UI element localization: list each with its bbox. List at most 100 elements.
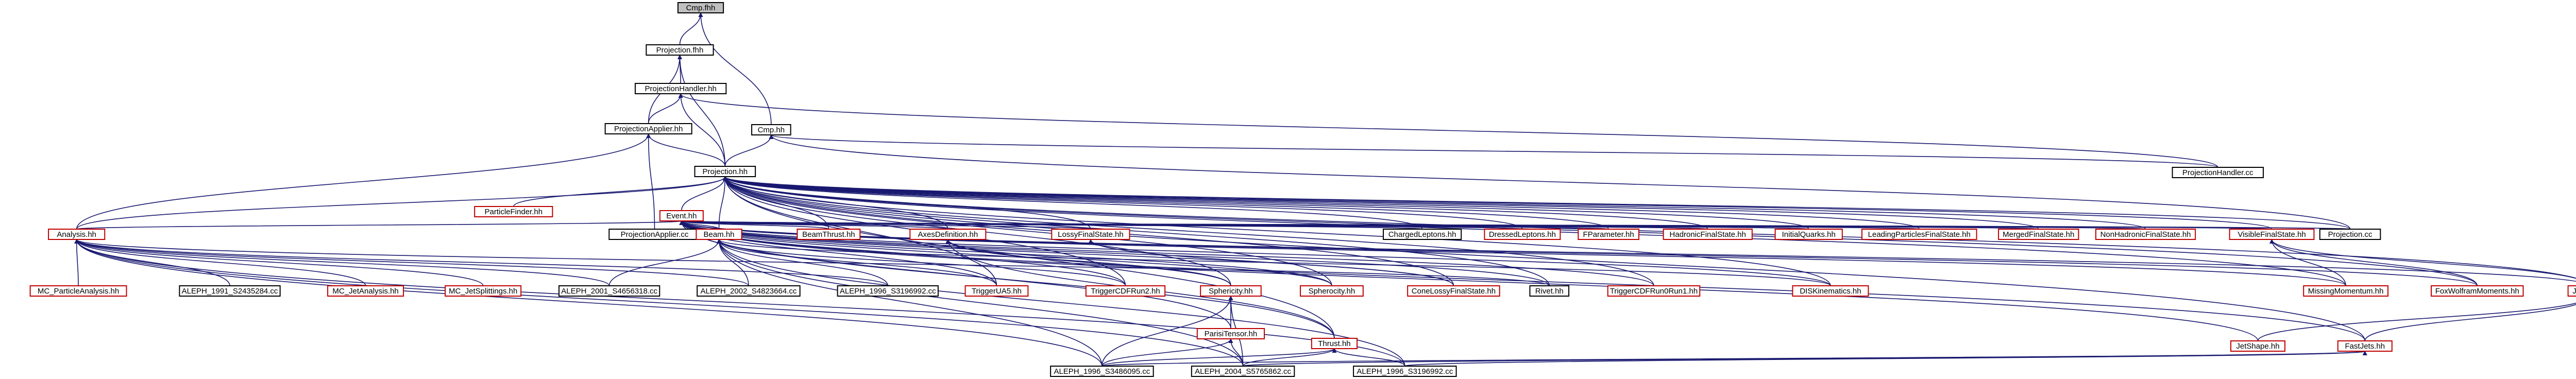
file-node-triggercdfrun0run1-hh[interactable]: TriggerCDFRun0Run1.hh (1607, 285, 1701, 297)
file-node-projectionapplier-cc[interactable]: ProjectionApplier.cc (608, 229, 701, 240)
file-node-box (1607, 285, 1701, 297)
file-node-box (659, 210, 704, 221)
file-node-lossyfinalstate-hh[interactable]: LossyFinalState.hh (1051, 229, 1130, 240)
dependency-edge (513, 176, 727, 207)
file-node-projection-cc[interactable]: Projection.cc (2319, 229, 2381, 240)
file-node-visiblefinalstate-hh[interactable]: VisibleFinalState.hh (2229, 229, 2315, 240)
file-node-label: ALEPH_2001_S4656318.cc (561, 287, 657, 296)
file-node-hadronicfinalstate-hh[interactable]: HadronicFinalState.hh (1663, 229, 1753, 240)
file-node-aleph-2001-s4656318-cc[interactable]: ALEPH_2001_S4656318.cc (558, 285, 660, 297)
file-node-beam-hh[interactable]: Beam.hh (696, 229, 742, 240)
file-node-mc-jetsplittings-hh[interactable]: MC_JetSplittings.hh (445, 285, 522, 297)
file-node-box (964, 285, 1029, 297)
dependency-edge (2269, 239, 2576, 279)
file-node-aleph-1996-s3196992-cc[interactable]: ALEPH_1996_S3196992.cc (837, 285, 939, 297)
file-node-aleph-1991-s2435284-cc[interactable]: ALEPH_1991_S2435284.cc (179, 285, 281, 297)
file-node-box (2172, 167, 2264, 178)
dependency-edge (680, 220, 1091, 230)
file-node-projection-fhh[interactable]: Projection.fhh (646, 44, 714, 56)
dependency-edge (723, 176, 1708, 230)
dependency-edge (1404, 351, 2367, 367)
file-node-event-hh[interactable]: Event.hh (659, 210, 704, 221)
file-node-rivet-hh[interactable]: Rivet.hh (1529, 285, 1570, 297)
file-node-spherocity-hh[interactable]: Spherocity.hh (1299, 285, 1364, 297)
dependency-edge (769, 134, 2351, 230)
file-node-box (837, 285, 939, 297)
file-node-aleph-2004-s5765862-cc[interactable]: ALEPH_2004_S5765862.cc (1191, 366, 1295, 377)
file-node-label: VisibleFinalState.hh (2238, 230, 2306, 239)
file-node-beamthrust-hh[interactable]: BeamThrust.hh (796, 229, 861, 240)
file-node-triggerua5-hh[interactable]: TriggerUA5.hh (964, 285, 1029, 297)
file-node-mc-jetanalysis-hh[interactable]: MC_JetAnalysis.hh (327, 285, 404, 297)
file-node-label: ALEPH_1996_S3196992.cc (840, 287, 936, 296)
file-node-conelossyfinalstate-hh[interactable]: ConeLossyFinalState.hh (1407, 285, 1500, 297)
dependency-edge (722, 176, 2366, 341)
file-node-jetshape-hh[interactable]: JetShape.hh (2230, 340, 2285, 352)
file-node-cmp-hh[interactable]: Cmp.hh (751, 124, 791, 135)
file-node-mergedfinalstate-hh[interactable]: MergedFinalState.hh (1998, 229, 2079, 240)
dependency-edge (717, 239, 749, 286)
file-node-projectionhandler-cc[interactable]: ProjectionHandler.cc (2172, 167, 2264, 178)
file-node-label: JetAlg.hh (2572, 287, 2576, 296)
file-node-aleph-2002-s4823664-cc[interactable]: ALEPH_2002_S4823664.cc (697, 285, 801, 297)
dependency-edge (74, 239, 610, 286)
dependency-edge (74, 239, 749, 286)
file-node-label: Projection.fhh (656, 46, 704, 55)
file-node-projection-hh[interactable]: Projection.hh (694, 166, 756, 177)
dependency-edge (723, 176, 1423, 230)
file-node-nonhadronicfinalstate-hh[interactable]: NonHadronicFinalState.hh (2095, 229, 2196, 240)
file-node-dressedleptons-hh[interactable]: DressedLeptons.hh (1484, 229, 1561, 240)
file-node-mc-particleanalysis-hh[interactable]: MC_ParticleAnalysis.hh (29, 285, 127, 297)
file-node-diskinematics-hh[interactable]: DISKinematics.hh (1792, 285, 1869, 297)
file-node-label: ALEPH_2004_S5765862.cc (1195, 367, 1291, 376)
file-node-fastjets-hh[interactable]: FastJets.hh (2337, 340, 2393, 352)
dependency-edge (679, 12, 703, 45)
dependency-edge (723, 176, 1609, 230)
file-node-aleph-1996-s3486095-cc[interactable]: ALEPH_1996_S3486095.cc (1050, 366, 1154, 377)
file-node-box (697, 285, 801, 297)
file-node-box (1484, 229, 1561, 240)
dependency-edge (679, 93, 2218, 168)
dependency-edge (945, 239, 1332, 286)
dependency-edge (1332, 348, 1405, 367)
file-node-chargedleptons-hh[interactable]: ChargedLeptons.hh (1383, 229, 1462, 240)
file-node-box (634, 83, 727, 94)
file-node-box (796, 229, 861, 240)
file-node-cmp-fhh[interactable]: Cmp.fhh (677, 2, 724, 13)
file-node-label: Cmp.fhh (686, 4, 716, 12)
file-node-box (694, 166, 756, 177)
file-node-label: ALEPH_1996_S3486095.cc (1054, 367, 1150, 376)
file-node-box (909, 229, 987, 240)
file-node-aleph-1996-s3196992b-cc[interactable]: ALEPH_1996_S3196992.cc (1353, 366, 1457, 377)
file-node-sphericity-hh[interactable]: Sphericity.hh (1200, 285, 1262, 297)
file-node-projectionapplier-hh[interactable]: ProjectionApplier.hh (604, 123, 692, 134)
dependency-edge (717, 239, 1405, 367)
dependency-edge (717, 239, 889, 286)
file-node-label: FParameter.hh (1583, 230, 1634, 239)
file-node-initialquarks-hh[interactable]: InitialQuarks.hh (1774, 229, 1843, 240)
dependency-edge (698, 12, 772, 125)
file-node-label: ConeLossyFinalState.hh (1412, 287, 1496, 296)
dependency-edge (1088, 239, 1454, 286)
file-node-label: ALEPH_2002_S4823664.cc (701, 287, 797, 296)
file-node-box (29, 285, 127, 297)
file-node-jetalg-hh[interactable]: JetAlg.hh (2567, 285, 2576, 297)
dependency-edge (679, 220, 1831, 286)
file-node-box (2230, 340, 2285, 352)
file-node-parisitensor-hh[interactable]: ParisiTensor.hh (1196, 328, 1265, 339)
file-node-axesdefinition-hh[interactable]: AxesDefinition.hh (909, 229, 987, 240)
file-node-thrust-hh[interactable]: Thrust.hh (1311, 338, 1358, 349)
dependency-edge (1101, 296, 1233, 367)
file-node-analysis-hh[interactable]: Analysis.hh (48, 229, 106, 240)
file-node-label: Projection.cc (2328, 230, 2372, 239)
file-node-fparameter-hh[interactable]: FParameter.hh (1578, 229, 1639, 240)
file-node-box (1792, 285, 1869, 297)
file-node-particlefinder-hh[interactable]: ParticleFinder.hh (474, 206, 553, 217)
file-node-projectionhandler-fhh[interactable]: ProjectionHandler.hh (634, 83, 727, 94)
file-node-label: JetShape.hh (2236, 342, 2279, 351)
file-node-missingmomentum-hh[interactable]: MissingMomentum.hh (2303, 285, 2389, 297)
file-node-triggercdfrun2-hh[interactable]: TriggerCDFRun2.hh (1085, 285, 1166, 297)
file-node-leadingparticlesfinalstate-hh[interactable]: LeadingParticlesFinalState.hh (1861, 229, 1977, 240)
file-node-label: Projection.hh (703, 167, 748, 176)
file-node-foxwolframmoments-hh[interactable]: FoxWolframMoments.hh (2430, 285, 2524, 297)
